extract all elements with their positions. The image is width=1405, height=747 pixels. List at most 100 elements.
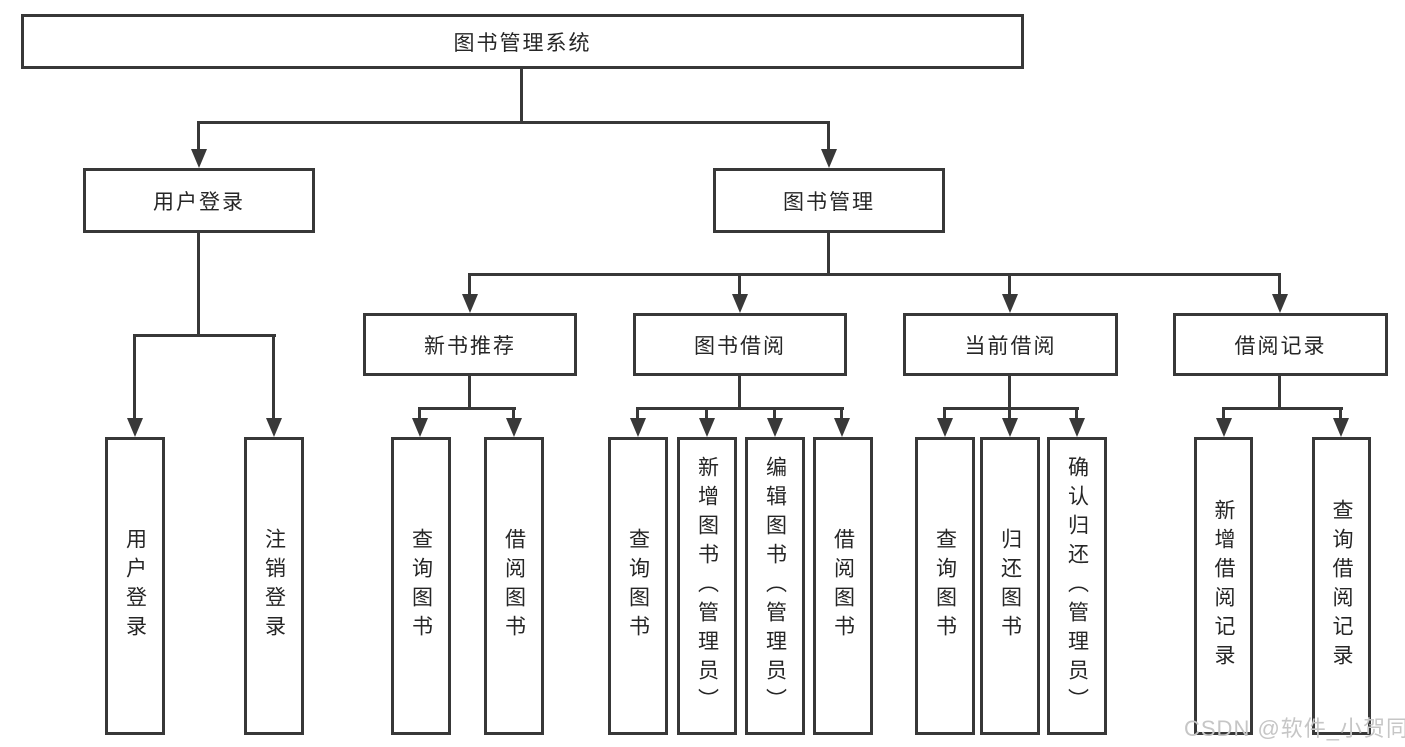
connector-drop-leaf-edit-books: [767, 407, 783, 437]
arrow-down-icon: [462, 294, 478, 313]
connector-drop-user-login: [191, 121, 207, 168]
leaf-confirm-return-admin-label: 确认归还（管理员）: [1065, 455, 1089, 717]
connector-drop-leaf-confirm-return: [1069, 407, 1085, 437]
leaf-borrow-books-2-label: 借阅图书: [831, 528, 855, 644]
arrow-down-icon: [1216, 418, 1232, 437]
connector-book-borrowing-vline: [738, 376, 741, 410]
connector-drop-book-borrowing: [732, 273, 748, 313]
node-user-login-label: 用户登录: [153, 190, 245, 214]
node-borrowing-records-label: 借阅记录: [1234, 334, 1327, 358]
connector-drop-book-management: [821, 121, 837, 168]
arrow-stem: [773, 407, 776, 423]
leaf-borrow-books-2: 借阅图书: [813, 437, 873, 735]
connector-drop-leaf-borrow-books-1: [506, 407, 522, 437]
arrow-down-icon: [699, 418, 715, 437]
node-new-book-recommend: 新书推荐: [363, 313, 577, 376]
connector-new-book-vline: [468, 376, 471, 410]
node-borrowing-records: 借阅记录: [1173, 313, 1388, 376]
connector-borrowing-records-hline: [1224, 407, 1343, 410]
leaf-query-borrow-record-label: 查询借阅记录: [1330, 499, 1354, 673]
arrow-down-icon: [630, 418, 646, 437]
connector-drop-borrowing-records: [1272, 273, 1288, 313]
arrow-stem: [840, 407, 843, 423]
connector-book-borrowing-hline: [638, 407, 844, 410]
arrow-stem: [1008, 407, 1011, 423]
arrow-down-icon: [834, 418, 850, 437]
connector-root-hline: [198, 121, 830, 124]
arrow-down-icon: [937, 418, 953, 437]
arrow-down-icon: [821, 149, 837, 168]
leaf-return-books-label: 归还图书: [998, 528, 1022, 644]
arrow-stem: [1075, 407, 1078, 423]
connector-new-book-hline: [420, 407, 516, 410]
node-new-book-recommend-label: 新书推荐: [424, 334, 516, 358]
node-user-login: 用户登录: [83, 168, 315, 233]
arrow-down-icon: [127, 418, 143, 437]
connector-drop-leaf-query-books-3: [937, 407, 953, 437]
arrow-stem: [1222, 407, 1225, 423]
connector-drop-leaf-query-books-2: [630, 407, 646, 437]
arrow-down-icon: [506, 418, 522, 437]
leaf-user-login-label: 用户登录: [123, 528, 147, 644]
connector-user-login-vline: [197, 233, 200, 337]
arrow-down-icon: [1002, 294, 1018, 313]
arrow-stem: [272, 334, 275, 423]
arrow-stem: [1278, 273, 1281, 299]
node-book-borrowing: 图书借阅: [633, 313, 847, 376]
node-current-borrowing-label: 当前借阅: [964, 334, 1057, 358]
leaf-query-books-2-label: 查询图书: [626, 528, 650, 644]
arrow-stem: [705, 407, 708, 423]
arrow-stem: [197, 121, 200, 154]
leaf-edit-books-admin-label: 编辑图书（管理员）: [763, 455, 787, 717]
arrow-down-icon: [266, 418, 282, 437]
arrow-down-icon: [1333, 418, 1349, 437]
arrow-stem: [636, 407, 639, 423]
leaf-query-books-1-label: 查询图书: [409, 528, 433, 644]
arrow-stem: [827, 121, 830, 154]
watermark-text: CSDN @软件_小贺同学: [1184, 716, 1405, 741]
arrow-stem: [133, 334, 136, 423]
connector-borrowing-records-vline: [1278, 376, 1281, 410]
leaf-query-books-2: 查询图书: [608, 437, 668, 735]
arrow-stem: [1339, 407, 1342, 423]
connector-drop-leaf-user-login: [127, 334, 143, 437]
connector-drop-new-book: [462, 273, 478, 313]
node-root: 图书管理系统: [21, 14, 1024, 69]
node-root-label: 图书管理系统: [453, 31, 592, 55]
leaf-borrow-books-1-label: 借阅图书: [502, 528, 526, 644]
leaf-confirm-return-admin: 确认归还（管理员）: [1047, 437, 1107, 735]
arrow-down-icon: [767, 418, 783, 437]
connector-book-management-hline: [470, 273, 1281, 276]
leaf-query-books-1: 查询图书: [391, 437, 451, 735]
node-book-management-label: 图书管理: [783, 190, 875, 214]
connector-drop-leaf-query-record: [1333, 407, 1349, 437]
arrow-stem: [738, 273, 741, 299]
connector-current-borrowing-hline: [945, 407, 1079, 410]
arrow-down-icon: [191, 149, 207, 168]
connector-drop-leaf-add-books: [699, 407, 715, 437]
connector-drop-leaf-add-record: [1216, 407, 1232, 437]
leaf-add-borrow-record-label: 新增借阅记录: [1212, 499, 1236, 673]
arrow-stem: [468, 273, 471, 299]
connector-drop-current-borrowing: [1002, 273, 1018, 313]
leaf-query-books-3: 查询图书: [915, 437, 975, 735]
arrow-down-icon: [412, 418, 428, 437]
connector-user-login-hline: [135, 334, 276, 337]
leaf-logout-label: 注销登录: [262, 528, 286, 644]
connector-root-vline: [520, 69, 523, 123]
leaf-borrow-books-1: 借阅图书: [484, 437, 544, 735]
connector-drop-leaf-query-books-1: [412, 407, 428, 437]
arrow-stem: [1008, 273, 1011, 299]
arrow-down-icon: [1272, 294, 1288, 313]
leaf-return-books: 归还图书: [980, 437, 1040, 735]
arrow-down-icon: [1002, 418, 1018, 437]
leaf-add-books-admin: 新增图书（管理员）: [677, 437, 737, 735]
leaf-add-borrow-record: 新增借阅记录: [1194, 437, 1253, 735]
leaf-edit-books-admin: 编辑图书（管理员）: [745, 437, 805, 735]
arrow-down-icon: [1069, 418, 1085, 437]
leaf-add-books-admin-label: 新增图书（管理员）: [695, 455, 719, 717]
node-book-management: 图书管理: [713, 168, 945, 233]
connector-drop-leaf-return-books: [1002, 407, 1018, 437]
connector-book-management-vline: [827, 233, 830, 276]
